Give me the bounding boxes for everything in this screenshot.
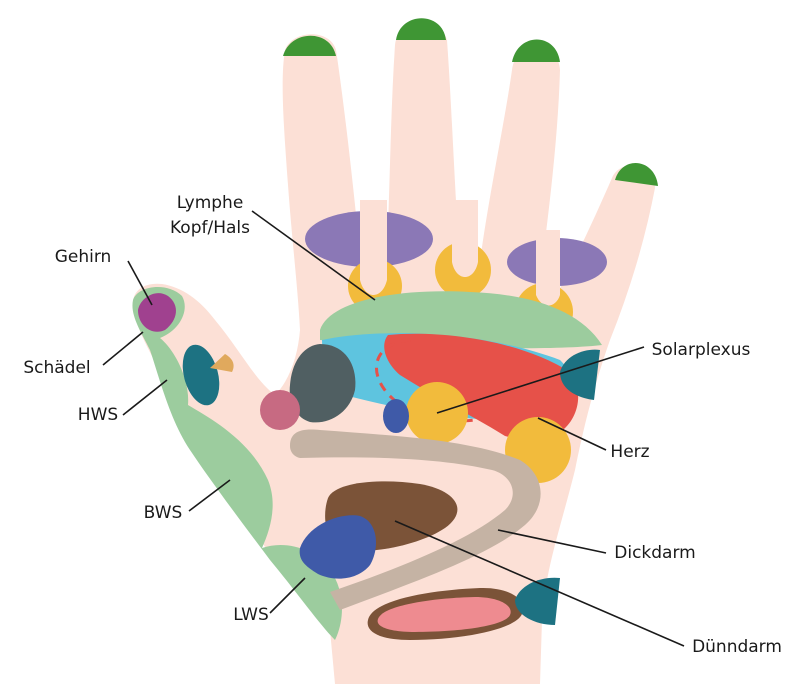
leader-schaedel <box>103 332 143 365</box>
nail-middle <box>396 18 446 40</box>
label-hws: HWS <box>78 405 118 425</box>
label-lymphe-line2: Kopf/Hals <box>170 218 250 238</box>
finger-gap-2 <box>452 200 478 277</box>
label-dickdarm: Dickdarm <box>614 543 695 563</box>
nail-ring <box>512 40 560 63</box>
label-lws: LWS <box>233 605 269 625</box>
kidney-oval <box>383 399 409 433</box>
label-herz: Herz <box>610 442 649 462</box>
label-gehirn: Gehirn <box>55 247 112 267</box>
label-duenndarm: Dünndarm <box>692 637 782 657</box>
finger-gap-3 <box>536 230 560 306</box>
label-lymphe-line1: Lymphe <box>177 193 244 213</box>
finger-gap-1 <box>360 200 387 295</box>
label-schaedel: Schädel <box>23 358 90 378</box>
label-solarplexus: Solarplexus <box>652 340 751 360</box>
label-bws: BWS <box>144 503 183 523</box>
leader-hws <box>123 380 167 415</box>
pink-circle <box>260 390 300 430</box>
nail-index <box>283 36 336 56</box>
